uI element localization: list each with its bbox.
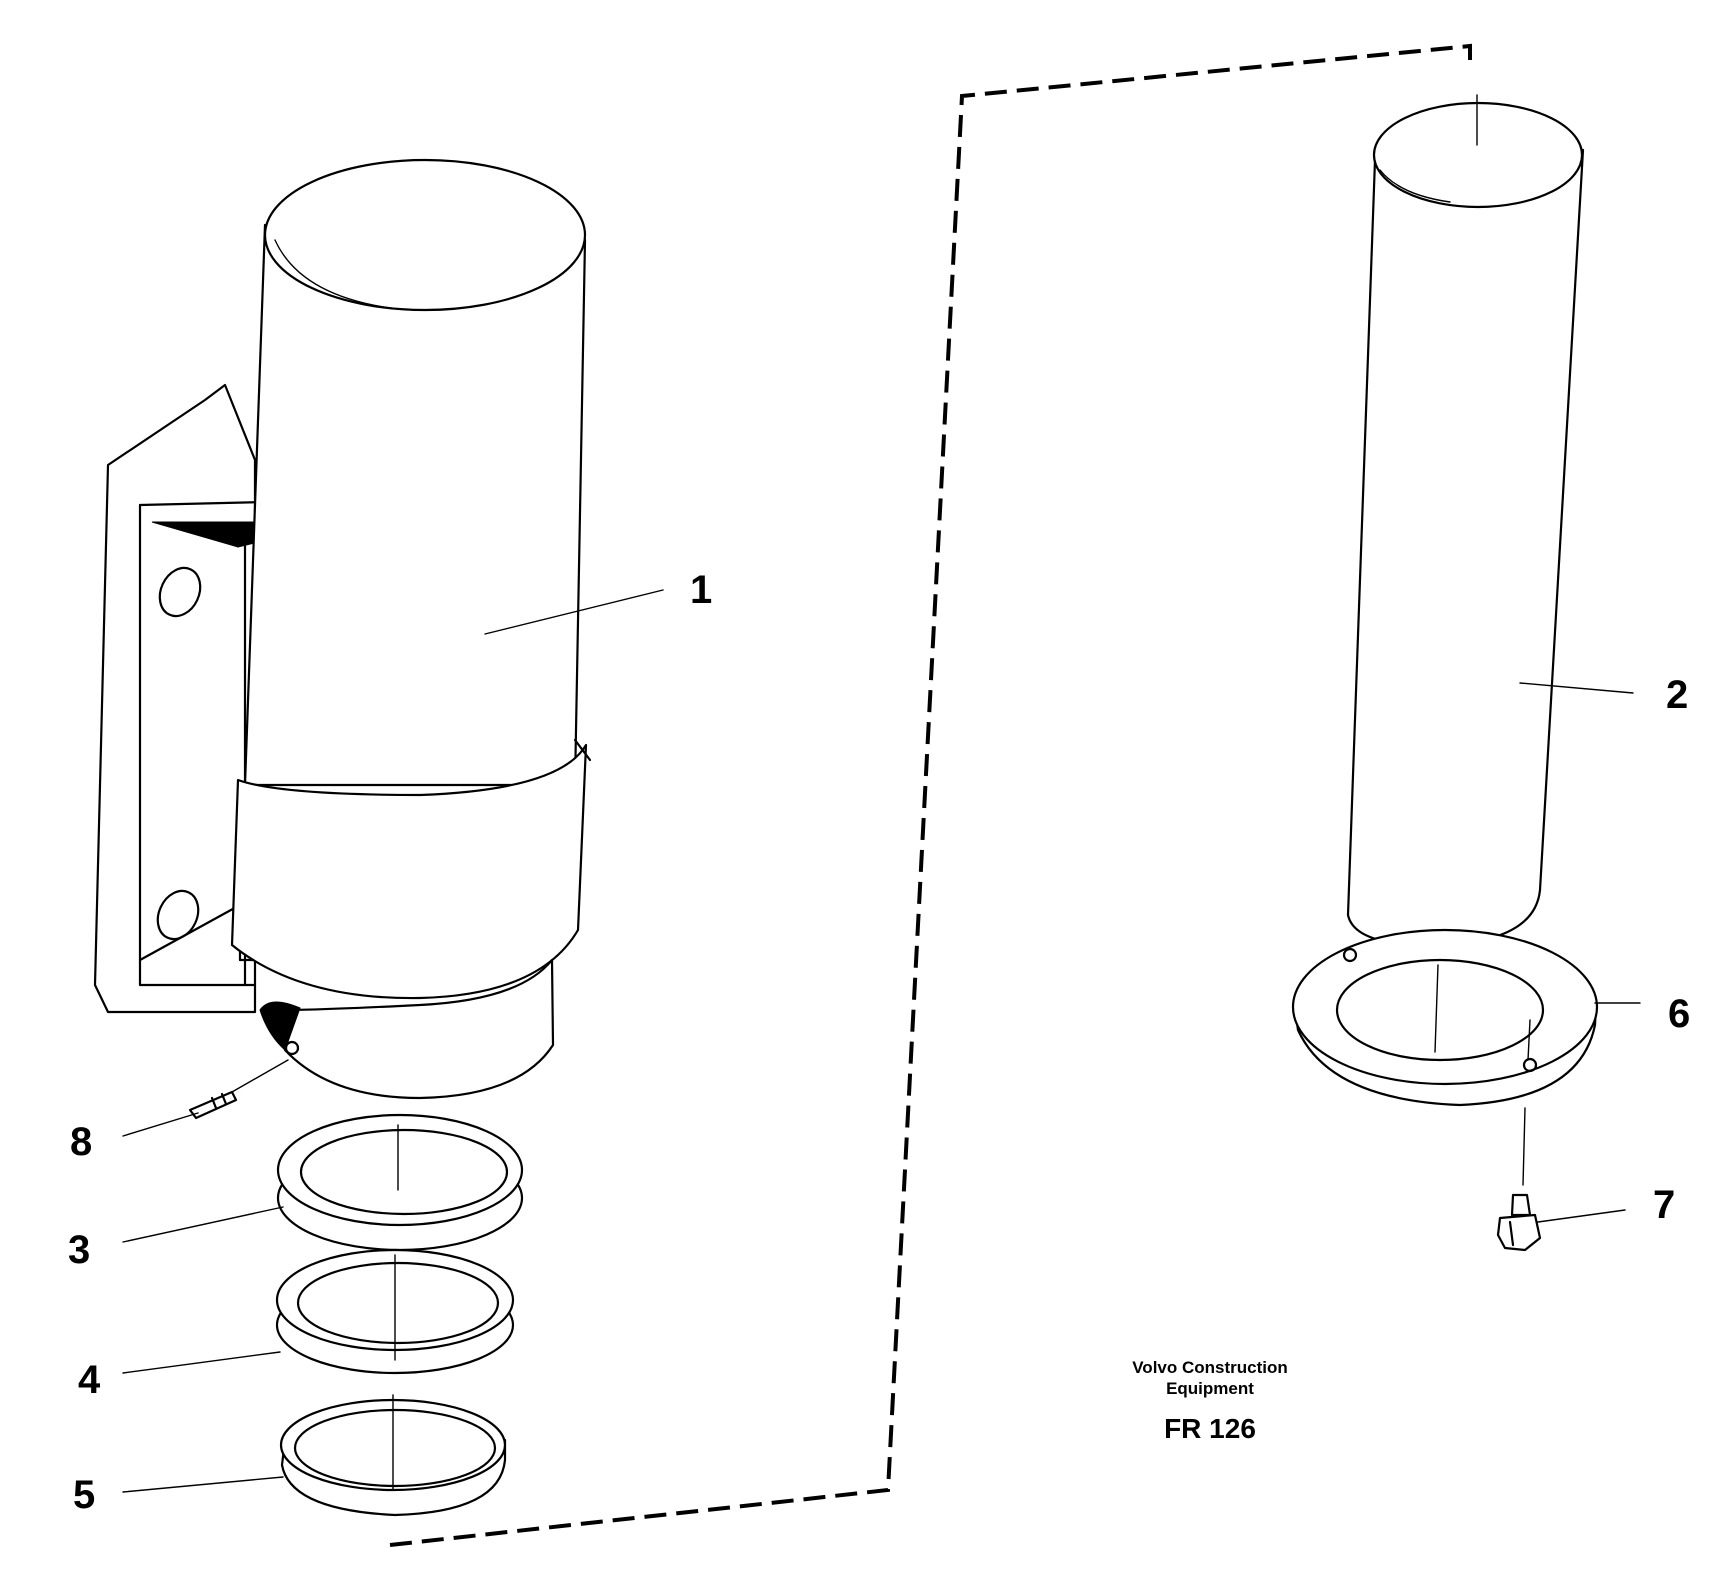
callout-7: 7 [1653, 1183, 1675, 1227]
caption-company-line2: Equipment [1166, 1379, 1254, 1398]
figure-caption: Volvo Construction Equipment FR 126 [1132, 1358, 1288, 1444]
callout-2: 2 [1666, 673, 1688, 717]
callout-1: 1 [690, 568, 712, 612]
caption-company-line1: Volvo Construction [1132, 1358, 1288, 1377]
callout-8: 8 [70, 1120, 92, 1164]
part-3-seal-ring [276, 1113, 524, 1252]
leader-lines [122, 589, 1641, 1493]
callout-4: 4 [78, 1358, 101, 1402]
callout-labels: 1 2 3 4 5 6 7 8 [68, 568, 1690, 1517]
part-2-pin [1346, 94, 1585, 947]
assembly-boundary-dashed [389, 43, 1472, 1547]
center-axis-left [392, 1124, 399, 1491]
part-1-housing [93, 158, 592, 1100]
callout-3: 3 [68, 1228, 90, 1272]
part-6-washer-plate [1291, 928, 1599, 1186]
callout-6: 6 [1668, 992, 1690, 1036]
callout-5: 5 [73, 1473, 95, 1517]
caption-figure-code: FR 126 [1164, 1413, 1256, 1444]
part-8-grease-nipple [188, 1090, 238, 1120]
part-7-screw [1496, 1193, 1542, 1252]
